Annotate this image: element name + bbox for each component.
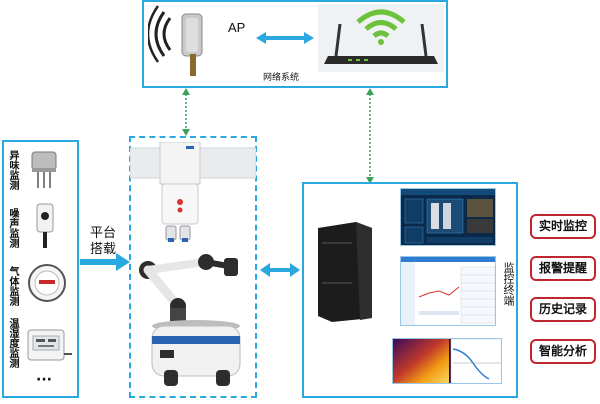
sensor-label-temp-humidity: 温湿度监测 xyxy=(7,318,18,368)
network-system-box xyxy=(142,0,448,88)
pc-tower-icon xyxy=(312,222,382,322)
platform-terminal-arrow xyxy=(260,262,300,277)
monitoring-terminal-label: 监控终端 xyxy=(502,262,515,306)
gas-sensor-icon xyxy=(28,262,66,304)
rail-robot-icon xyxy=(129,141,257,246)
monitoring-terminal-box xyxy=(302,182,518,398)
network-system-label: 网络系统 xyxy=(263,73,300,83)
sensor-label-odor: 异味监测 xyxy=(7,150,18,190)
wifi-router-icon xyxy=(318,4,444,72)
platform-mount-label-line2: 搭载 xyxy=(90,242,117,257)
history-record-button[interactable]: 历史记录 xyxy=(530,297,596,322)
sensors-box xyxy=(2,140,79,398)
sensors-to-platform-arrow xyxy=(80,253,130,271)
sensor-label-gas: 气体监测 xyxy=(7,266,18,306)
odor-sensor-icon xyxy=(28,150,60,188)
thermal-chart-thumbnail xyxy=(392,338,502,384)
robot-platform-box xyxy=(129,136,257,398)
ap-router-arrow xyxy=(256,30,314,44)
dashboard-thumbnail xyxy=(400,188,496,246)
alarm-notify-button[interactable]: 报警提醒 xyxy=(530,256,596,281)
realtime-monitor-button[interactable]: 实时监控 xyxy=(530,214,596,239)
mobile-robot-arm-icon xyxy=(134,250,254,396)
data-table-thumbnail xyxy=(400,256,496,326)
noise-sensor-icon xyxy=(34,202,56,250)
sensor-label-noise: 噪声监测 xyxy=(7,208,18,248)
sensors-more-indicator: ··· xyxy=(36,372,52,388)
platform-mount-label-line1: 平台 xyxy=(90,226,117,241)
network-platform-link xyxy=(180,88,192,136)
smart-analysis-button[interactable]: 智能分析 xyxy=(530,339,596,364)
ap-antenna-icon xyxy=(146,4,218,76)
network-terminal-link xyxy=(364,88,376,184)
temp-humidity-sensor-icon xyxy=(26,328,72,362)
ap-label: AP xyxy=(228,20,246,35)
